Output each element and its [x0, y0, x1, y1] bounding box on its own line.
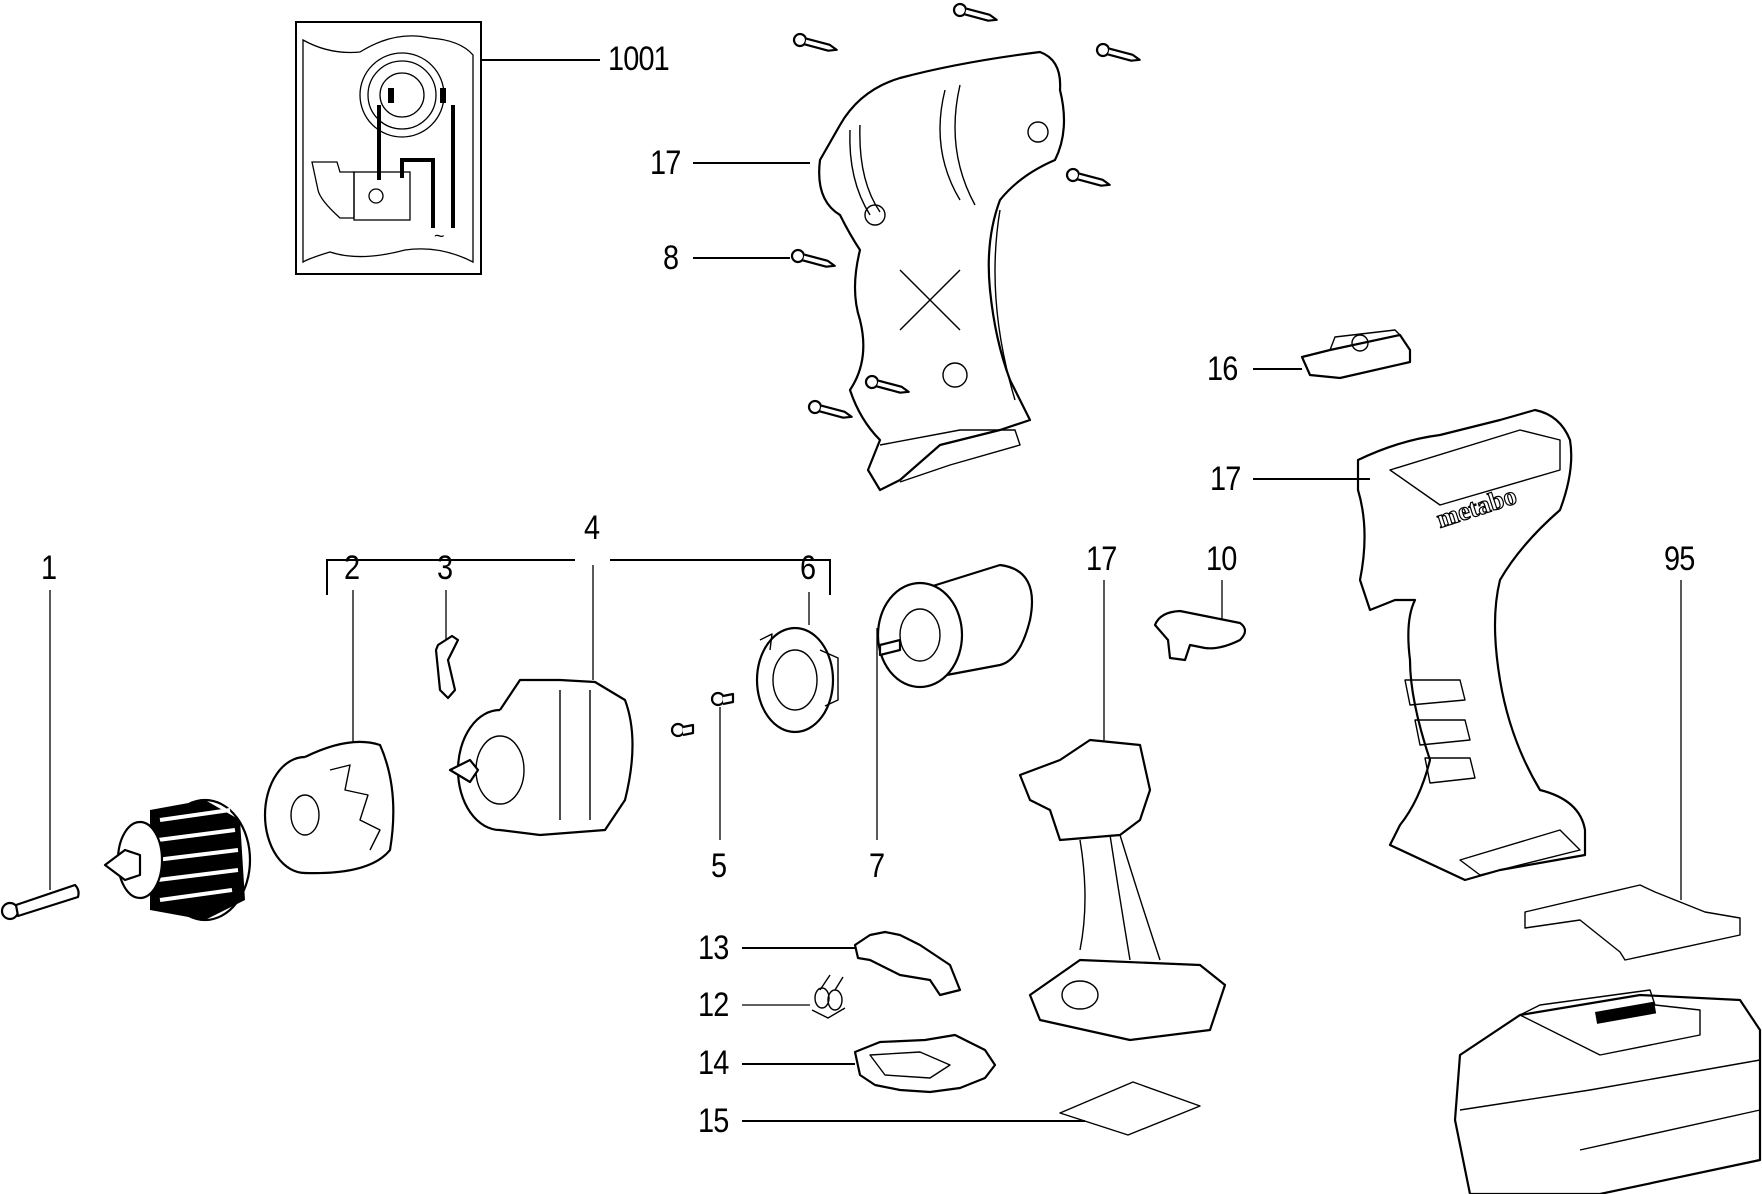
callout-95: 95: [1664, 540, 1695, 578]
callout-17-housing-right: 17: [1210, 460, 1241, 498]
callout-6: 6: [800, 549, 816, 587]
switch-assembly: [1018, 580, 1227, 1042]
torque-collar: [263, 590, 395, 875]
callout-10: 10: [1206, 540, 1237, 578]
rating-label: [742, 1081, 1201, 1136]
battery-pack: [1453, 989, 1762, 1194]
callout-1001: 1001: [608, 40, 670, 78]
spring-clip: [434, 590, 460, 700]
housing-left-half: [693, 50, 1066, 492]
wiring-diagram-inset: ~: [295, 21, 600, 275]
callout-8: 8: [663, 239, 679, 277]
battery-cover-plate: [1524, 580, 1741, 961]
callout-17-housing-left: 17: [650, 144, 681, 182]
battery-latch: [742, 930, 962, 997]
callout-14: 14: [698, 1044, 729, 1082]
callout-3: 3: [437, 549, 453, 587]
chuck-screw: [0, 590, 80, 921]
spring: [742, 974, 846, 1019]
ac-symbol: ~: [434, 226, 445, 246]
callout-16: 16: [1207, 350, 1238, 388]
gearbox-assembly: [326, 559, 831, 837]
callout-5: 5: [711, 847, 727, 885]
motor: [876, 563, 1034, 840]
callout-4: 4: [584, 509, 600, 547]
callout-15: 15: [698, 1102, 729, 1140]
callout-13: 13: [698, 929, 729, 967]
motor-flange: [755, 592, 839, 734]
callout-7: 7: [869, 847, 885, 885]
drill-chuck: [103, 798, 252, 922]
gear-selector: [1153, 580, 1247, 662]
callout-2: 2: [344, 549, 360, 587]
housing-right-half: metabo: [1253, 408, 1587, 882]
callout-1: 1: [41, 549, 57, 587]
rotation-switch-slide: [1253, 329, 1412, 380]
callout-12: 12: [698, 986, 729, 1024]
battery-lock: [742, 1033, 997, 1094]
gearbox-screw: [670, 691, 735, 840]
housing-screws: [790, 2, 1141, 419]
callout-17-switch: 17: [1086, 540, 1117, 578]
